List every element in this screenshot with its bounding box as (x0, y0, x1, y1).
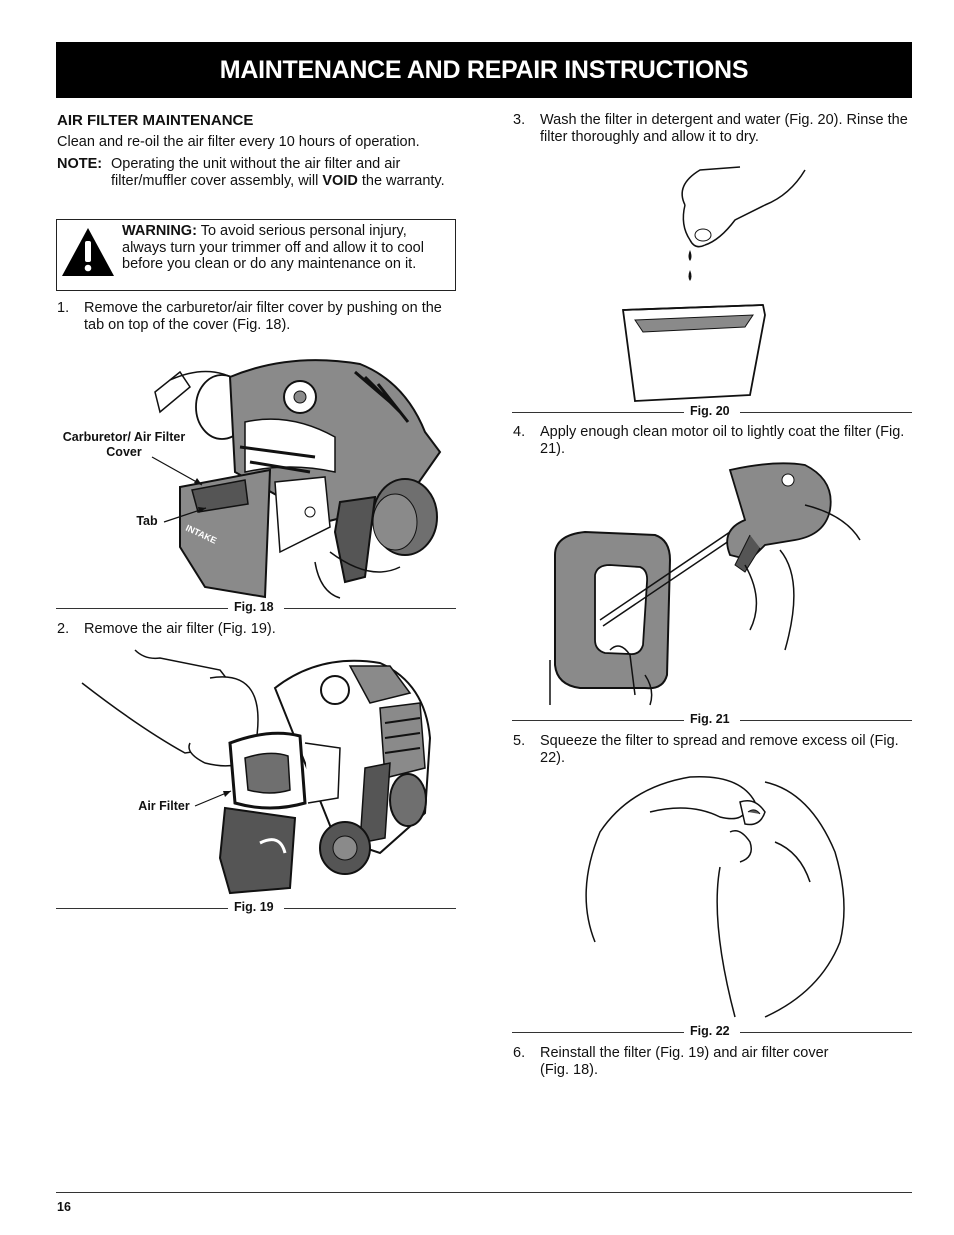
step-text: Remove the air filter (Fig. 19). (84, 621, 276, 637)
callout-arrow (194, 790, 232, 807)
fig-21-caption: Fig. 21 (690, 712, 730, 726)
step-text: Remove the carburetor/air filter cover b… (84, 300, 442, 333)
step-number: 2. (57, 621, 70, 637)
step-6: 6. Reinstall the filter (Fig. 19) and ai… (513, 1045, 858, 1079)
note-text-post: the warranty. (357, 173, 445, 189)
fig-18-caption: Fig. 18 (234, 600, 274, 614)
warning-body: To avoid serious personal injury, always… (122, 223, 424, 272)
fig-22-caption: Fig. 22 (690, 1024, 730, 1038)
note-text-bold: VOID (322, 173, 358, 189)
callout-arrow (151, 456, 203, 486)
step-number: 4. (513, 424, 526, 440)
fig-20-caption: Fig. 20 (690, 404, 730, 418)
step-1: 1. Remove the carburetor/air filter cove… (57, 300, 452, 334)
step-2: 2. Remove the air filter (Fig. 19). (57, 621, 452, 639)
fig-18-caption-line: Fig. 18 (56, 600, 456, 616)
fig-19-callout-air-filter: Air Filter (138, 799, 190, 813)
warning-label: WARNING: (122, 223, 197, 239)
intro-text: Clean and re-oil the air filter every 10… (57, 134, 420, 150)
step-text: Wash the filter in detergent and water (… (540, 112, 908, 145)
section-title: AIR FILTER MAINTENANCE (57, 112, 254, 129)
fig-19-caption-line: Fig. 19 (56, 900, 456, 916)
callout-arrow (163, 507, 207, 523)
step-text: Squeeze the filter to spread and remove … (540, 733, 899, 766)
note: NOTE: Operating the unit without the air… (57, 156, 457, 190)
step-5: 5. Squeeze the filter to spread and remo… (513, 733, 911, 767)
step-text: Apply enough clean motor oil to lightly … (540, 424, 905, 457)
fig-20-illustration (621, 166, 806, 402)
fig-21-illustration (549, 462, 861, 706)
footer-rule (56, 1192, 912, 1193)
fig-20-caption-line: Fig. 20 (512, 404, 912, 420)
page-number: 16 (57, 1200, 71, 1214)
step-number: 6. (513, 1045, 526, 1061)
fig-19-illustration (81, 649, 432, 895)
note-text-pre: Operating the unit without the air filte… (111, 156, 401, 189)
fig-22-illustration (585, 775, 845, 1018)
warning-text: WARNING: To avoid serious personal injur… (122, 223, 452, 273)
fig-18-callout-tab: Tab (136, 514, 158, 528)
left-column: AIR FILTER MAINTENANCE Clean and re-oil … (57, 110, 457, 190)
fig-21-caption-line: Fig. 21 (512, 712, 912, 728)
step-number: 1. (57, 300, 70, 316)
page-title: MAINTENANCE AND REPAIR INSTRUCTIONS (219, 55, 749, 84)
warning-triangle-icon (62, 228, 114, 276)
step-3: 3. Wash the filter in detergent and wate… (513, 112, 911, 146)
step-number: 3. (513, 112, 526, 128)
page-header-banner: MAINTENANCE AND REPAIR INSTRUCTIONS (56, 42, 912, 98)
fig-18-illustration: INTAKE (154, 359, 442, 599)
fig-18-callout-cover: Carburetor/ Air Filter Cover (62, 430, 186, 459)
step-text: Reinstall the filter (Fig. 19) and air f… (540, 1045, 829, 1078)
step-4: 4. Apply enough clean motor oil to light… (513, 424, 911, 458)
warning-box: WARNING: To avoid serious personal injur… (56, 219, 456, 291)
note-label: NOTE: (57, 156, 103, 172)
fig-22-caption-line: Fig. 22 (512, 1024, 912, 1040)
fig-19-caption: Fig. 19 (234, 900, 274, 914)
step-number: 5. (513, 733, 526, 749)
